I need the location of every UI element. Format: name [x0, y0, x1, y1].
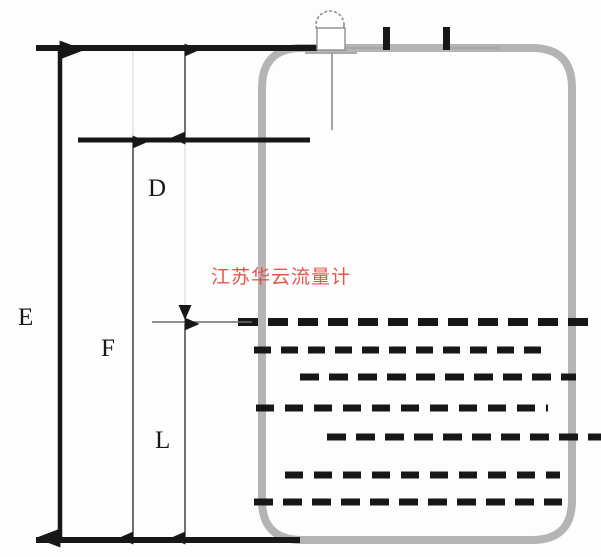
guide-lines: [59, 47, 500, 540]
sensor-body: [316, 27, 346, 51]
storage-tank: [258, 44, 576, 544]
radar-level-sensor: [305, 10, 357, 130]
nozzle-tick-right: [443, 27, 450, 50]
dimension-arrows: [35, 40, 200, 548]
level-arrow-down: [178, 305, 192, 320]
dimension-label-L: L: [155, 427, 170, 454]
liquid-level-rows: [238, 318, 601, 506]
watermark-label: 江苏华云流量计: [211, 266, 351, 288]
tank-nozzles: [383, 27, 450, 50]
dimension-label-F: F: [101, 335, 115, 362]
nozzle-tick-left: [383, 27, 390, 50]
dimension-label-E: E: [18, 304, 33, 331]
reference-lines: [36, 45, 318, 543]
dimension-label-D: D: [148, 175, 166, 202]
